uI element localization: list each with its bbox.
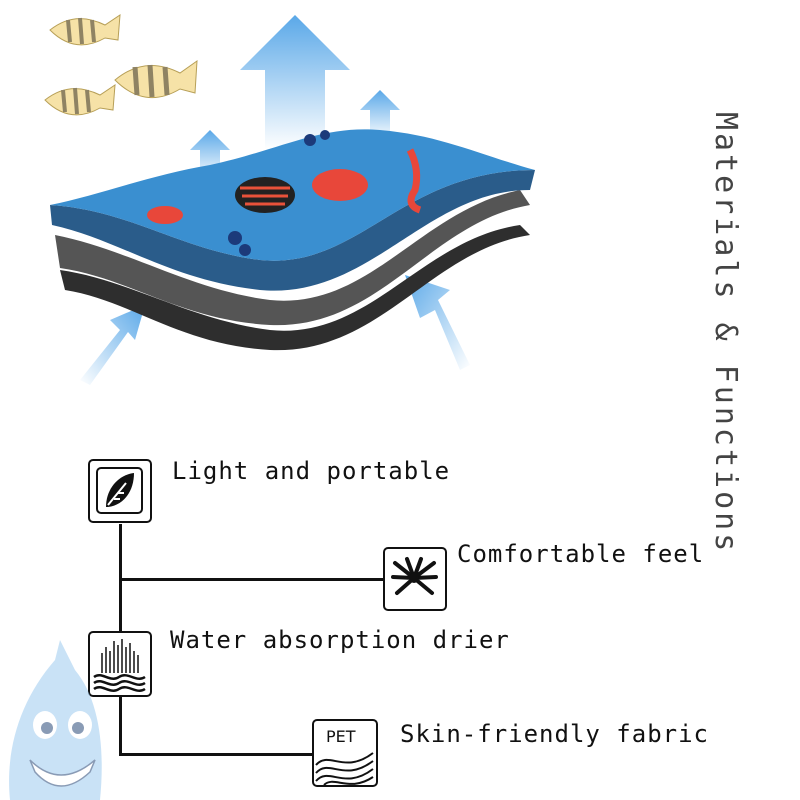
feature-label: Water absorption drier bbox=[170, 626, 510, 654]
feature-water-absorption bbox=[88, 631, 152, 697]
feature-label: Light and portable bbox=[172, 457, 451, 485]
airflow-arrow-icon bbox=[240, 15, 350, 150]
page-title: Materials & Functions bbox=[708, 112, 743, 555]
shark-mascot-illustration bbox=[9, 640, 102, 800]
airflow-arrow-icon bbox=[80, 305, 145, 385]
fish-illustration bbox=[44, 14, 198, 116]
pet-label: PET bbox=[326, 727, 356, 746]
feature-comfortable-feel bbox=[383, 547, 447, 611]
feature-skin-friendly: PET bbox=[312, 719, 378, 787]
airflow-arrow-icon bbox=[405, 275, 470, 370]
water-absorption-icon bbox=[93, 639, 146, 692]
connector-line bbox=[119, 578, 384, 581]
fabric-layers-illustration bbox=[50, 15, 535, 385]
pet-fabric-icon bbox=[315, 752, 374, 785]
leaf-icon bbox=[96, 467, 143, 514]
feature-label: Skin-friendly fabric bbox=[400, 720, 709, 748]
airflow-arrow-icon bbox=[360, 90, 400, 140]
connector-line bbox=[119, 753, 312, 756]
soft-fiber-icon bbox=[391, 557, 438, 595]
feature-label: Comfortable feel bbox=[457, 540, 705, 568]
feature-light-portable bbox=[88, 459, 152, 523]
